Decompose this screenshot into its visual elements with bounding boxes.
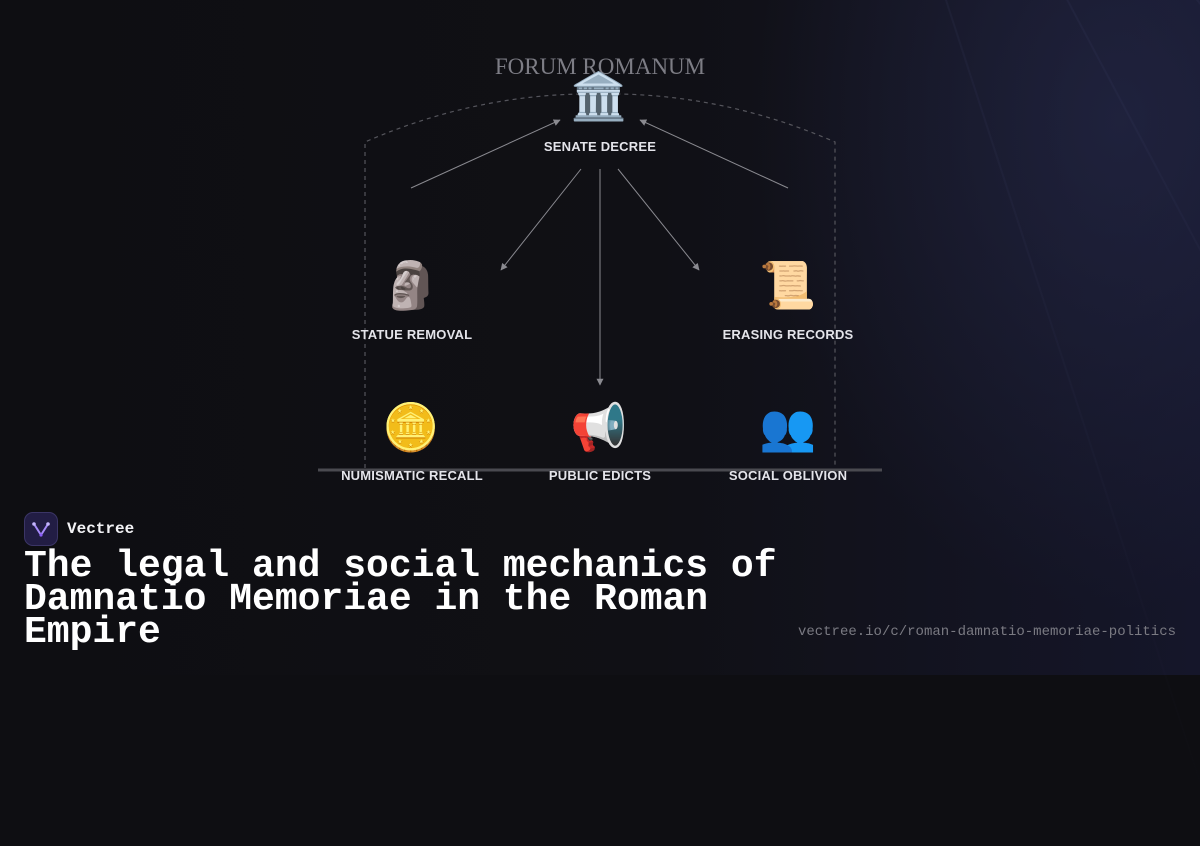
moai-statue-icon: 🗿 (382, 258, 440, 312)
node-label-numismatic-recall: NUMISMATIC RECALL (341, 468, 483, 483)
edge-statue-to-senate (410, 119, 561, 189)
coin-icon: 🪙 (382, 400, 440, 454)
diagram-canvas (318, 93, 882, 472)
edge-senate-to-statue (500, 168, 582, 271)
scroll-icon: 📜 (759, 258, 817, 312)
node-label-social-oblivion: SOCIAL OBLIVION (728, 468, 848, 483)
classical-building-icon: 🏛️ (570, 69, 628, 123)
node-label-erasing-records: ERASING RECORDS (722, 327, 854, 342)
vectree-logo-icon (24, 512, 58, 546)
people-silhouette-icon: 👥 (759, 400, 817, 454)
edge-records-to-senate (639, 119, 789, 189)
node-label-senate-decree: SENATE DECREE (543, 139, 657, 154)
edge-senate-to-records (617, 168, 700, 271)
page-title: The legal and social mechanics of Damnat… (24, 545, 777, 654)
brand-name: Vectree (67, 520, 135, 538)
megaphone-icon: 📢 (570, 400, 628, 454)
node-label-public-edicts: PUBLIC EDICTS (548, 468, 652, 483)
source-url[interactable]: vectree.io/c/roman-damnatio-memoriae-pol… (797, 624, 1176, 640)
brand: Vectree (24, 512, 134, 546)
diagram-title: FORUM ROMANUM (494, 54, 706, 79)
node-label-statue-removal: STATUE REMOVAL (351, 327, 473, 342)
forum-boundary (364, 93, 836, 468)
